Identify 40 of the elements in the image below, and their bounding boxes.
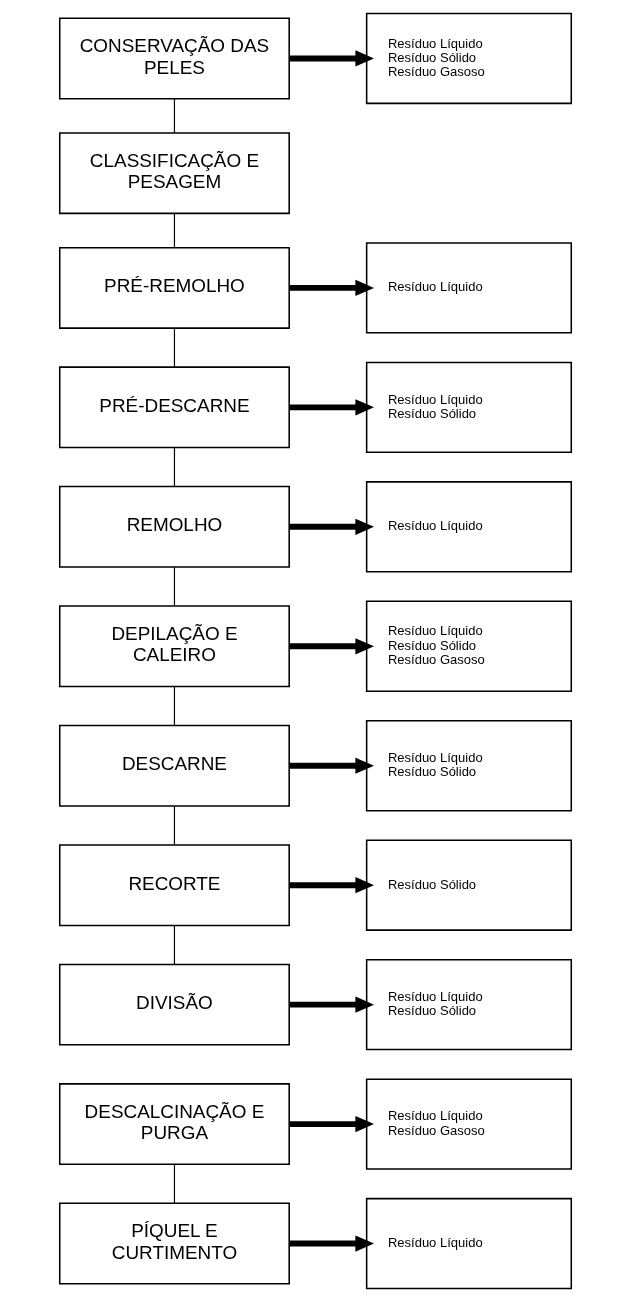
arrow	[289, 50, 374, 67]
connector	[173, 925, 175, 965]
node-box: DEPILAÇÃO E CALEIRO	[58, 605, 290, 688]
arrow	[289, 399, 374, 416]
arrow	[289, 757, 374, 774]
node-box: CLASSIFICAÇÃO E PESAGEM	[58, 132, 290, 215]
arrow	[289, 1115, 374, 1133]
node-box: Resíduo Líquido	[365, 481, 572, 573]
node-box: CONSERVAÇÃO DAS PELES	[58, 17, 290, 100]
connector	[173, 686, 175, 726]
node-box: REMOLHO	[58, 485, 290, 568]
node-box: Resíduo Líquido Resíduo Sólido	[365, 958, 572, 1051]
node-box: PÍQUEL E CURTIMENTO	[58, 1202, 290, 1285]
connector	[173, 805, 175, 846]
connector	[173, 1164, 175, 1204]
node-box: DESCALCINAÇÃO E PURGA	[58, 1083, 290, 1166]
arrow	[289, 1235, 374, 1252]
arrow	[289, 996, 374, 1013]
connector	[173, 98, 175, 134]
connector	[173, 213, 175, 249]
connector	[173, 447, 175, 487]
node-box: Resíduo Líquido	[365, 1197, 572, 1290]
arrow	[289, 638, 374, 655]
node-box: PRÉ-DESCARNE	[58, 366, 290, 449]
arrow	[289, 518, 374, 535]
node-box: Resíduo Líquido Resíduo Sólido Resíduo Gasoso	[365, 600, 572, 692]
node-box: DIVISÃO	[58, 963, 290, 1046]
node-box: Resíduo Líquido Resíduo Gasoso	[365, 1078, 572, 1170]
node-box: Resíduo Sólido	[365, 839, 572, 931]
arrow	[289, 877, 374, 894]
node-box: Resíduo Líquido	[365, 242, 572, 334]
node-box: Resíduo Líquido Resíduo Sólido	[365, 361, 572, 454]
node-box: RECORTE	[58, 844, 290, 927]
arrow	[289, 279, 374, 297]
connector	[173, 327, 175, 368]
node-box: DESCARNE	[58, 724, 290, 807]
node-box: Resíduo Líquido Resíduo Sólido	[365, 720, 572, 812]
connector	[173, 566, 175, 607]
node-box: PRÉ-REMOLHO	[58, 246, 290, 329]
node-box: Resíduo Líquido Resíduo Sólido Resíduo Gasoso	[365, 12, 572, 105]
